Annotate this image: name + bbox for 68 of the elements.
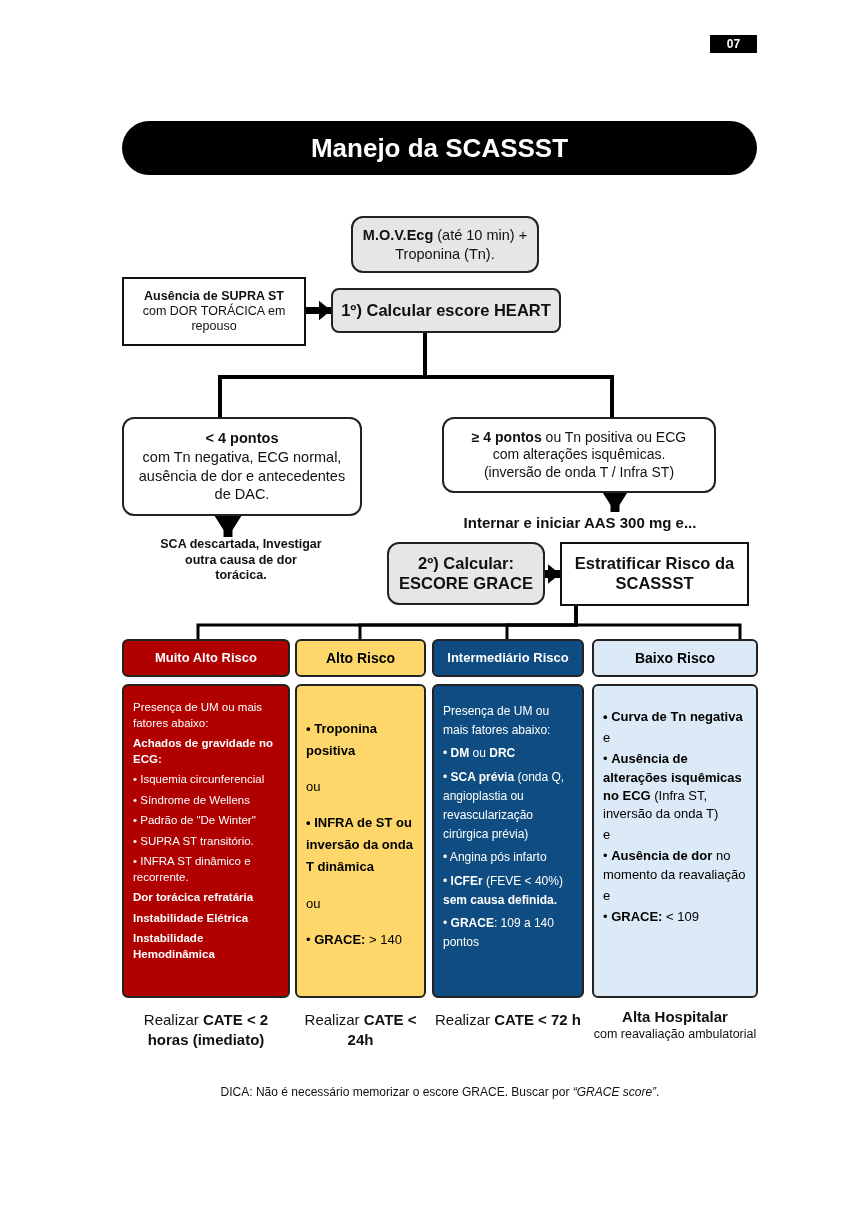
node-text: Muito Alto Risco (154, 649, 258, 668)
criteria-text: • Isquemia circunferencial (133, 772, 266, 788)
criteria-text: ou (306, 778, 322, 797)
criteria-text: e (603, 826, 612, 845)
criteria-panel (295, 684, 426, 998)
title-banner: Manejo da SCASSST (122, 121, 757, 175)
criteria-panel (122, 684, 290, 998)
tip-note: DICA: Não é necessário memorizar o escore GRACE. Buscar por “GRACE score”. (219, 1084, 661, 1101)
page-number: 07 (710, 35, 757, 53)
criteria-text: • GRACE: > 140 (306, 930, 403, 949)
criteria-text: Presença de UM ou mais fatores abaixo: (133, 700, 264, 731)
action-text: Realizar CATE < 2 horas (imediato) (142, 1010, 270, 1049)
action-text: Alta Hospitalar (622, 1008, 728, 1027)
arrow (217, 515, 239, 537)
step-box (331, 288, 561, 333)
risk-header (592, 639, 758, 677)
node-text: Baixo Risco (634, 648, 716, 668)
step-box (387, 542, 545, 605)
criteria-text: • Angina pós infarto (443, 849, 548, 867)
step-box (442, 417, 716, 493)
criteria-text: • Ausência de alterações isquêmicas no ECG (Infra ST, inversão da onda T) (603, 750, 743, 823)
criteria-panel (432, 684, 584, 998)
criteria-text: • INFRA de ST ou inversão da onda T dinâmica (306, 814, 414, 877)
step-box (560, 542, 749, 606)
node-text: SCA descartada, Investigar outra causa de dor torácica. (159, 537, 323, 584)
action-text: com reavaliação ambulatorial (593, 1026, 757, 1043)
criteria-text: • SCA prévia (onda Q, angioplastia ou revascularização cirúrgica prévia) (443, 768, 566, 844)
criteria-panel (592, 684, 758, 998)
arrow (306, 304, 331, 317)
criteria-text: Instabilidade Hemodinâmica (133, 931, 216, 962)
node-text: Alto Risco (325, 648, 396, 668)
step-box (122, 417, 362, 516)
criteria-text: ou (306, 894, 322, 913)
node-text: < 4 pontos (205, 428, 279, 448)
risk-header (295, 639, 426, 677)
node-text: Estratificar Risco da SCASSST (573, 554, 736, 594)
connector-line (574, 606, 742, 639)
criteria-text: Instabilidade Elétrica (133, 910, 250, 926)
criteria-text: • GRACE: 109 a 140 pontos (443, 914, 555, 952)
criteria-text: • DM ou DRC (443, 745, 517, 763)
step-box (122, 277, 306, 346)
risk-header (122, 639, 290, 677)
node-text: Internar e iniciar AAS 300 mg e... (463, 513, 697, 533)
criteria-text: e (603, 886, 612, 905)
node-text: ≥ 4 pontos ou Tn positiva ou ECG com alterações isquêmicas. (inversão de onda T / Infra ST) (470, 428, 688, 482)
criteria-text: • Padrão de "De Winter" (133, 813, 257, 829)
risk-header (432, 639, 584, 677)
step-box (351, 216, 539, 273)
action-text: Realizar CATE < 72 h (435, 1010, 581, 1030)
criteria-text: • Curva de Tn negativa (603, 708, 744, 726)
node-text: Ausência de SUPRA ST com DOR TORÁCICA em repouso (141, 289, 287, 334)
node-text: M.O.V.Ecg (até 10 min) + Troponina (Tn). (361, 225, 529, 264)
criteria-text: Dor torácica refratária (133, 890, 255, 906)
node-text: Intermediário Risco (447, 649, 569, 668)
criteria-text: • Troponina positiva (306, 720, 378, 761)
criteria-text: • ICFEr (FEVE < 40%) sem causa definida. (443, 872, 564, 909)
criteria-text: • GRACE: < 109 (603, 907, 700, 926)
arrow (604, 490, 626, 512)
criteria-text: e (603, 729, 612, 748)
criteria-text: Presença de UM ou mais fatores abaixo: (443, 703, 552, 740)
criteria-text: Achados de gravidade no ECG: (133, 736, 274, 767)
action-text: Realizar CATE < 24h (303, 1010, 418, 1049)
criteria-text: • SUPRA ST transitório. (133, 833, 255, 849)
node-text: com Tn negativa, ECG normal, ausência de dor e antecedentes de DAC. (137, 447, 347, 505)
criteria-text: • Síndrome de Wellens (133, 792, 251, 808)
node-text: 2º) Calcular: ESCORE GRACE (398, 553, 534, 594)
criteria-text: • INFRA ST dinâmico e recorrente. (133, 854, 252, 885)
node-text: 1º) Calcular escore HEART (341, 300, 551, 322)
